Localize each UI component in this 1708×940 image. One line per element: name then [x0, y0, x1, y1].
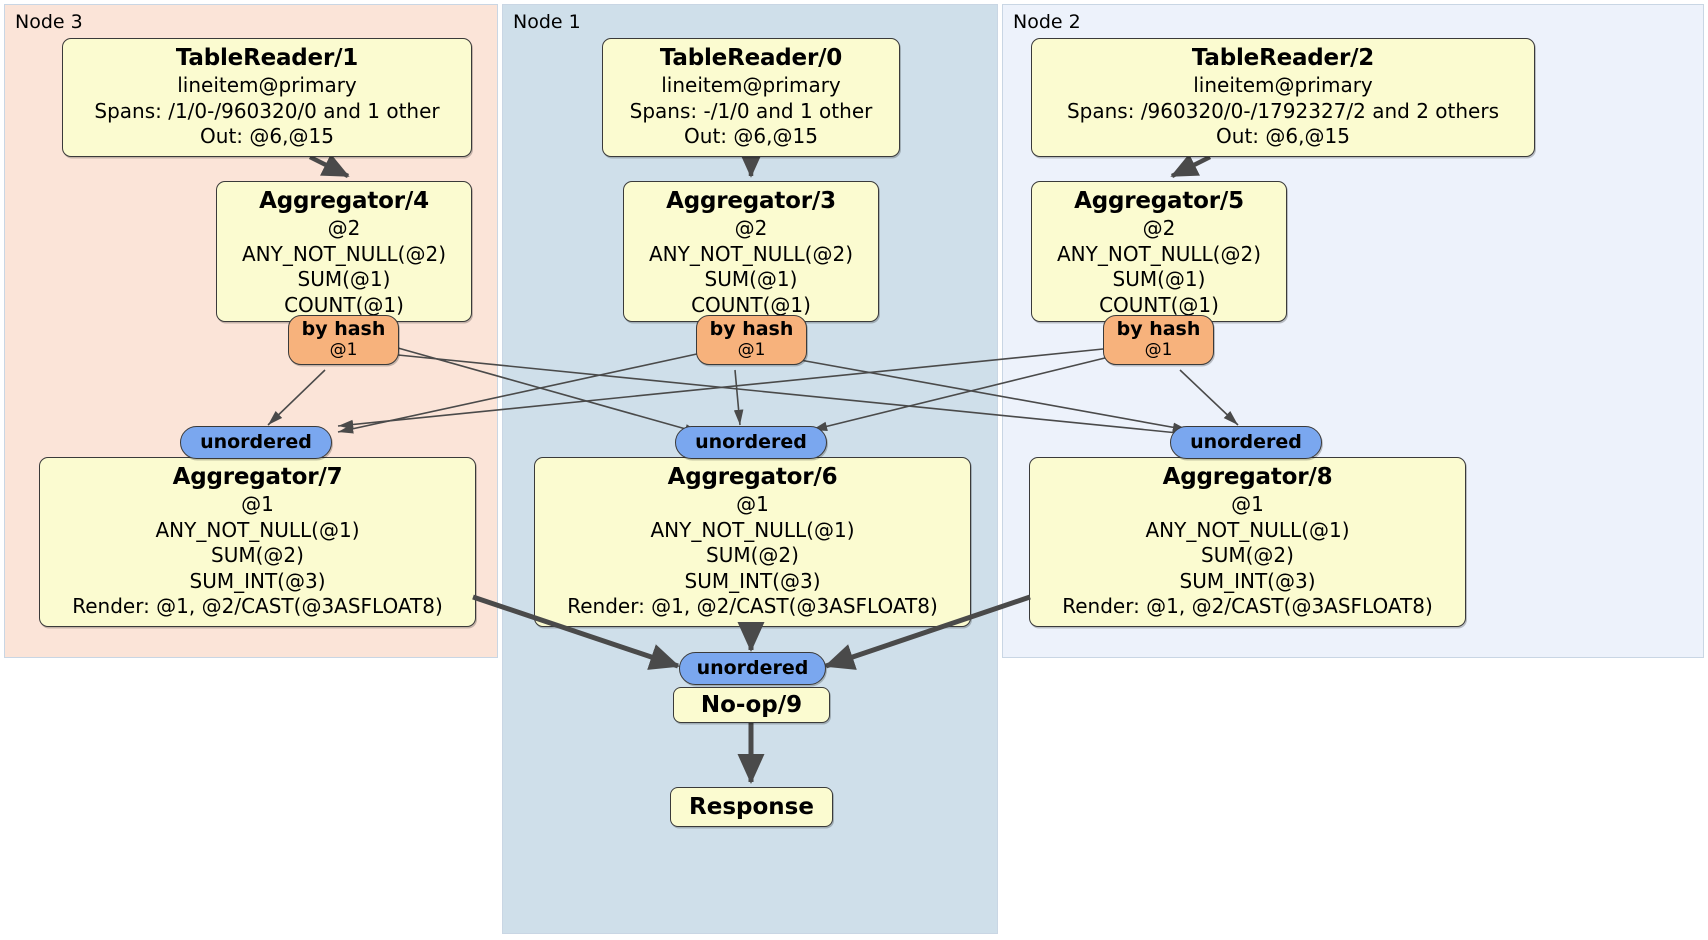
processor-aggregator-8[interactable]: Aggregator/8 @1 ANY_NOT_NULL(@1) SUM(@2)…: [1029, 457, 1466, 627]
processor-title: No-op/9: [700, 692, 803, 718]
processor-line: @1: [736, 492, 769, 516]
processor-line: @2: [327, 216, 361, 240]
processor-response[interactable]: Response: [670, 787, 833, 827]
processor-line: SUM(@1): [704, 267, 798, 291]
processor-line: COUNT(@1): [284, 292, 404, 317]
processor-line: lineitem@primary: [661, 73, 841, 97]
processor-line: ANY_NOT_NULL(@1): [650, 517, 855, 542]
processor-line: SUM(@1): [297, 267, 391, 291]
processor-title: TableReader/2: [1191, 45, 1375, 71]
node-panel-label-node3: Node 3: [15, 11, 83, 33]
processor-line: Render: @1, @2/CAST(@3ASFLOAT8): [72, 594, 443, 618]
processor-line: ANY_NOT_NULL(@2): [649, 241, 853, 266]
processor-line: lineitem@primary: [1193, 73, 1373, 97]
router-unordered-final[interactable]: unordered: [679, 652, 826, 685]
processor-line: Out: @6,@15: [1216, 124, 1350, 148]
router-label: by hash: [1116, 318, 1201, 340]
router-label: by hash: [709, 318, 794, 340]
processor-title: Aggregator/6: [667, 464, 838, 490]
router-by-hash-left[interactable]: by hash @1: [288, 315, 399, 365]
router-label: unordered: [695, 431, 807, 453]
processor-title: TableReader/0: [659, 45, 843, 71]
processor-line: Spans: /1/0-/960320/0 and 1 other: [94, 98, 440, 123]
processor-aggregator-5[interactable]: Aggregator/5 @2 ANY_NOT_NULL(@2) SUM(@1)…: [1031, 181, 1287, 322]
router-by-hash-mid[interactable]: by hash @1: [696, 315, 807, 365]
processor-title: Aggregator/5: [1074, 188, 1244, 214]
processor-line: @2: [734, 216, 768, 240]
router-by-hash-right[interactable]: by hash @1: [1103, 315, 1214, 365]
processor-line: COUNT(@1): [691, 292, 811, 317]
processor-line: COUNT(@1): [1099, 292, 1219, 317]
router-column: @1: [329, 340, 358, 360]
processor-line: ANY_NOT_NULL(@2): [1057, 241, 1261, 266]
processor-line: ANY_NOT_NULL(@1): [155, 517, 360, 542]
processor-line: SUM_INT(@3): [684, 568, 821, 593]
processor-aggregator-3[interactable]: Aggregator/3 @2 ANY_NOT_NULL(@2) SUM(@1)…: [623, 181, 879, 322]
processor-noop-9[interactable]: No-op/9: [673, 687, 830, 723]
router-unordered-mid[interactable]: unordered: [675, 426, 827, 459]
processor-table-reader-1[interactable]: TableReader/1 lineitem@primary Spans: /1…: [62, 38, 472, 157]
node-panel-label-node2: Node 2: [1013, 11, 1081, 33]
processor-title: Aggregator/7: [172, 464, 343, 490]
router-label: unordered: [1190, 431, 1302, 453]
router-label: by hash: [301, 318, 386, 340]
processor-line: @2: [1142, 216, 1176, 240]
processor-line: lineitem@primary: [177, 73, 357, 97]
processor-title: TableReader/1: [175, 45, 359, 71]
processor-aggregator-7[interactable]: Aggregator/7 @1 ANY_NOT_NULL(@1) SUM(@2)…: [39, 457, 476, 627]
processor-line: @1: [241, 492, 274, 516]
processor-line: Render: @1, @2/CAST(@3ASFLOAT8): [567, 594, 938, 618]
router-unordered-right[interactable]: unordered: [1170, 426, 1322, 459]
processor-line: SUM(@2): [211, 543, 304, 567]
processor-line: SUM_INT(@3): [189, 568, 326, 593]
processor-table-reader-2[interactable]: TableReader/2 lineitem@primary Spans: /9…: [1031, 38, 1535, 157]
processor-line: SUM(@1): [1112, 267, 1206, 291]
processor-line: ANY_NOT_NULL(@1): [1145, 517, 1350, 542]
processor-table-reader-0[interactable]: TableReader/0 lineitem@primary Spans: -/…: [602, 38, 900, 157]
router-label: unordered: [200, 431, 312, 453]
processor-line: Spans: -/1/0 and 1 other: [629, 98, 873, 123]
processor-aggregator-4[interactable]: Aggregator/4 @2 ANY_NOT_NULL(@2) SUM(@1)…: [216, 181, 472, 322]
processor-title: Response: [689, 794, 814, 820]
router-column: @1: [1144, 340, 1173, 360]
processor-line: Render: @1, @2/CAST(@3ASFLOAT8): [1062, 594, 1433, 618]
processor-line: SUM(@2): [706, 543, 799, 567]
processor-aggregator-6[interactable]: Aggregator/6 @1 ANY_NOT_NULL(@1) SUM(@2)…: [534, 457, 971, 627]
processor-line: ANY_NOT_NULL(@2): [242, 241, 446, 266]
processor-line: SUM(@2): [1201, 543, 1294, 567]
processor-line: SUM_INT(@3): [1179, 568, 1316, 593]
processor-line: Out: @6,@15: [200, 124, 334, 148]
processor-line: Out: @6,@15: [684, 124, 818, 148]
processor-title: Aggregator/3: [666, 188, 836, 214]
node-panel-label-node1: Node 1: [513, 11, 581, 33]
router-column: @1: [737, 340, 766, 360]
processor-line: Spans: /960320/0-/1792327/2 and 2 others: [1066, 98, 1499, 123]
router-unordered-left[interactable]: unordered: [180, 426, 332, 459]
processor-title: Aggregator/4: [259, 188, 429, 214]
processor-title: Aggregator/8: [1162, 464, 1333, 490]
processor-line: @1: [1231, 492, 1264, 516]
router-label: unordered: [696, 657, 809, 679]
